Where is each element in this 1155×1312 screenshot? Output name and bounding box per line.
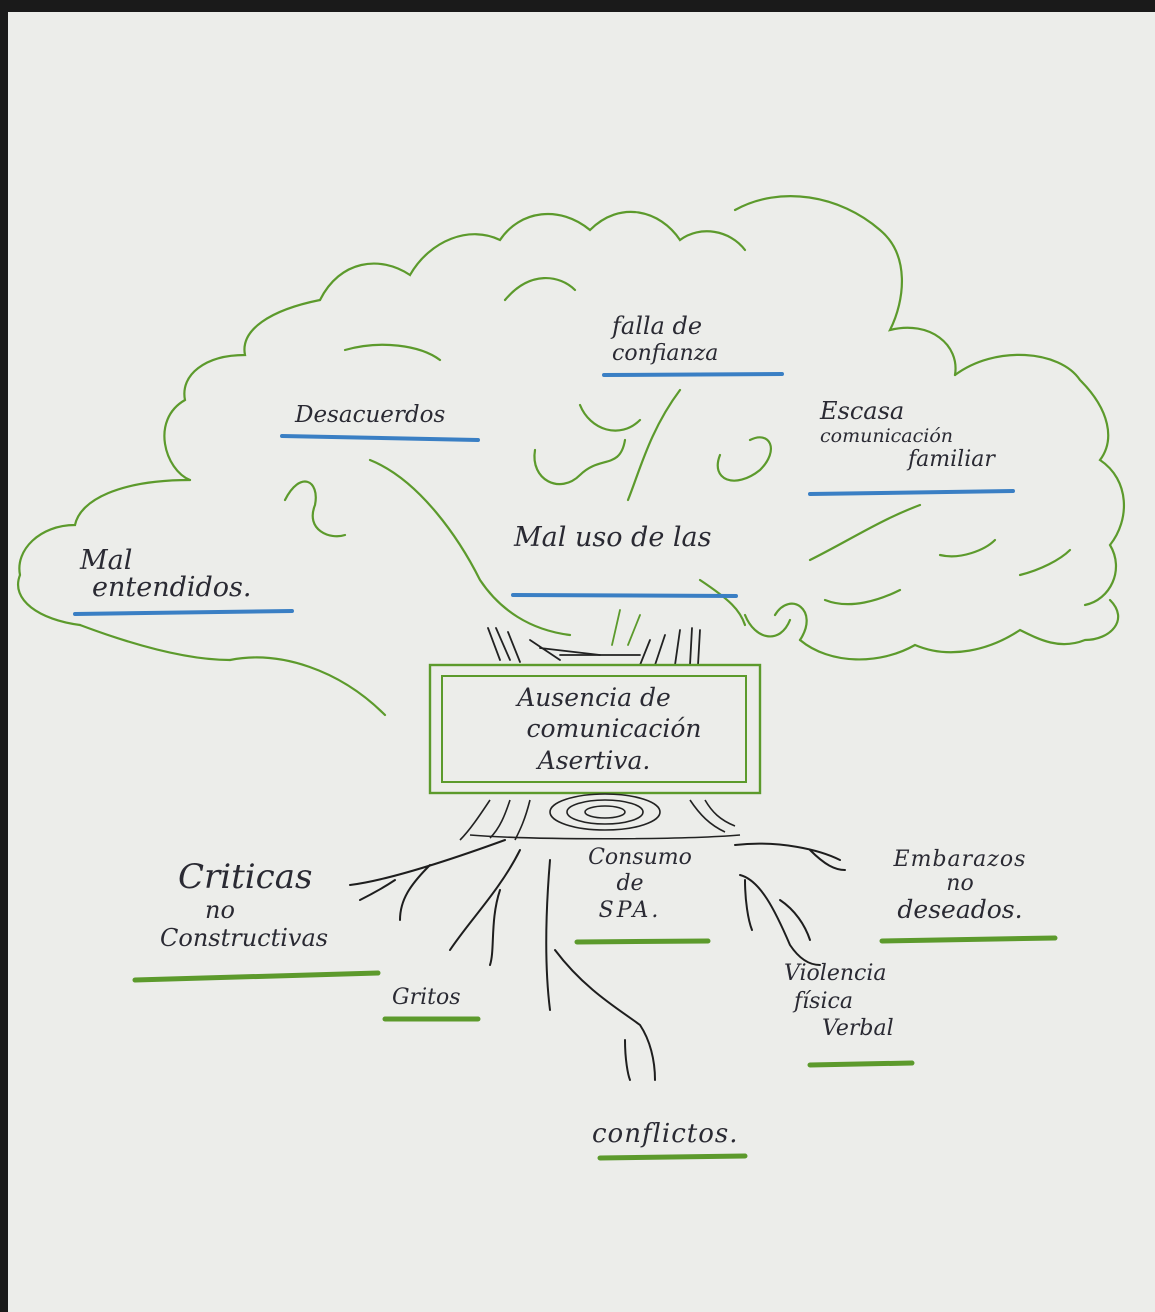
root-underlines (132, 935, 1058, 1161)
trunk-top-hatching (487, 609, 701, 666)
underline-mal-uso (511, 593, 738, 598)
label-consumo-spa: Consumo de SPA. (580, 845, 700, 924)
label-conflictos: conflictos. (592, 1119, 739, 1149)
underline-violencia (807, 1060, 915, 1068)
label-mal-entendidos-line2: entendidos. (92, 572, 252, 603)
trunk-line1: Ausencia de (517, 683, 671, 712)
trunk-line2: comunicación (526, 714, 702, 744)
label-falla-line1: falla de (612, 312, 703, 340)
underline-conflictos (597, 1153, 748, 1161)
label-falla-de-confianza: falla de confianza (612, 312, 719, 366)
label-criticas-line2: no (205, 896, 235, 925)
label-embarazos: Embarazos no deseados. (870, 847, 1050, 925)
label-embarazos-line2: no (946, 871, 974, 897)
trunk-box (428, 663, 762, 795)
label-embarazos-line1: Embarazos (893, 847, 1027, 872)
label-violencia-line1: Violencia (784, 961, 887, 986)
underline-falla-de-confianza (602, 372, 784, 377)
top-edge (0, 0, 1155, 12)
label-violencia-line3: Verbal (822, 1016, 894, 1041)
label-escasa-line1: Escasa (820, 397, 905, 425)
underline-desacuerdos (280, 434, 480, 442)
label-mal-uso: Mal uso de las (514, 522, 712, 553)
label-criticas-line1: Criticas (178, 857, 313, 897)
underline-escasa-comunicacion (808, 489, 1015, 496)
label-violencia-line2: física (794, 988, 853, 1014)
trunk-line3: Asertiva. (537, 745, 651, 775)
tree-roots (349, 839, 846, 1081)
label-mal-entendidos: Mal entendidos. (80, 547, 251, 601)
label-violencia: Violencia física Verbal (784, 960, 894, 1043)
label-criticas-line3: Constructivas (160, 923, 329, 952)
paper-background (8, 10, 1155, 1312)
label-escasa-line2: comunicación (820, 424, 954, 447)
label-escasa-comunicacion: Escasa comunicación familiar (820, 397, 995, 473)
underline-embarazos (879, 935, 1058, 944)
underline-consumo-spa (574, 938, 711, 945)
trunk-label: Ausencia de comunicación Asertiva. (448, 682, 740, 776)
trunk-rings (459, 793, 741, 841)
label-falla-line2: confianza (612, 340, 719, 366)
underline-criticas (132, 970, 381, 983)
label-consumo-line2: de (616, 871, 644, 897)
underline-mal-entendidos (73, 609, 294, 616)
tree-canopy (17, 195, 1126, 717)
label-mal-entendidos-line1: Mal (80, 545, 133, 576)
label-embarazos-line3: deseados. (897, 895, 1023, 925)
label-criticas: Criticas no Constructivas (160, 857, 329, 952)
label-gritos: Gritos (392, 985, 461, 1010)
label-desacuerdos: Desacuerdos (295, 402, 446, 428)
canopy-underlines (73, 372, 1015, 616)
label-consumo-line3: SPA. (598, 897, 662, 923)
label-escasa-line3: familiar (908, 447, 995, 473)
label-consumo-line1: Consumo (588, 845, 692, 870)
